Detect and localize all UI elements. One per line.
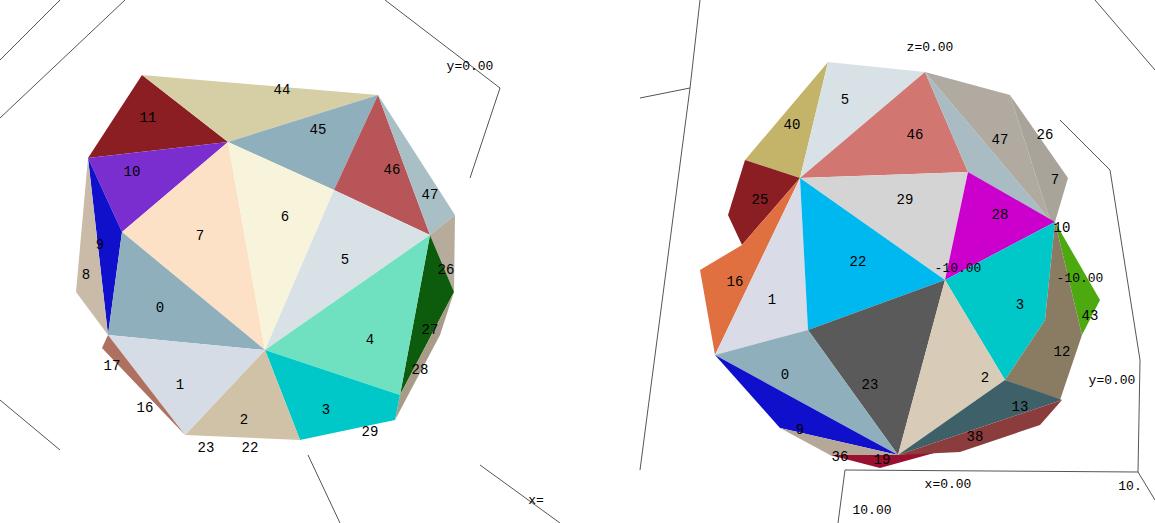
face-number: 46 <box>907 128 924 142</box>
face-number: 47 <box>992 133 1009 147</box>
face-number: 0 <box>781 368 789 382</box>
face-number: 47 <box>422 188 439 202</box>
face-number: 3 <box>1016 298 1024 312</box>
face <box>715 330 898 455</box>
face <box>108 335 265 435</box>
axis-label: x= <box>528 494 544 507</box>
face-number: 5 <box>341 253 349 267</box>
face-number: 13 <box>1012 400 1029 414</box>
face-number: 22 <box>242 441 259 455</box>
face <box>898 400 1062 455</box>
face-number: 23 <box>198 441 215 455</box>
face-number: 2 <box>240 413 248 427</box>
right-polyhedron <box>700 62 1100 468</box>
face <box>102 335 185 435</box>
face-number: 2 <box>981 371 989 385</box>
face-number: 27 <box>422 323 439 337</box>
face-number: 19 <box>874 453 891 467</box>
face-number: 26 <box>438 263 455 277</box>
face-number: 12 <box>1054 345 1071 359</box>
face-number: 25 <box>752 193 769 207</box>
face <box>76 158 108 335</box>
face <box>378 95 455 235</box>
face <box>715 178 808 355</box>
face <box>1005 222 1082 400</box>
axis-label: -10.00 <box>935 262 982 275</box>
face <box>715 355 898 455</box>
axis-label: -10.00 <box>1057 272 1104 285</box>
face-number: 7 <box>196 229 204 243</box>
face-number: 40 <box>784 118 801 132</box>
left-polyhedron <box>76 75 455 440</box>
face-number: 26 <box>1037 128 1054 142</box>
face-number: 22 <box>850 255 867 269</box>
face-number: 36 <box>832 450 849 464</box>
face-number: 43 <box>1082 309 1099 323</box>
face-number: 28 <box>992 208 1009 222</box>
face-number: 23 <box>862 378 879 392</box>
face-number: 16 <box>727 275 744 289</box>
face-number: 38 <box>967 430 984 444</box>
face-number: 44 <box>274 83 291 97</box>
axis-label: y=0.00 <box>447 60 494 73</box>
face-number: 11 <box>140 111 157 125</box>
face <box>898 380 1062 455</box>
face-number: 29 <box>362 425 379 439</box>
face-number: 10 <box>124 165 141 179</box>
face-number: 1 <box>768 293 776 307</box>
face-number: 1 <box>176 378 184 392</box>
axis-label: x=0.00 <box>925 478 972 491</box>
face-number: 16 <box>137 401 154 415</box>
face-number: 0 <box>156 301 164 315</box>
face-number: 46 <box>384 163 401 177</box>
face-number: 29 <box>897 193 914 207</box>
axis-label: 10. <box>1118 480 1141 493</box>
face-number: 45 <box>310 123 327 137</box>
face-number: 9 <box>96 238 104 252</box>
face-number: 8 <box>82 268 90 282</box>
axis-label: 10.00 <box>852 504 891 517</box>
face-number: 17 <box>104 359 121 373</box>
axis-label: y=0.00 <box>1089 374 1136 387</box>
face-number: 9 <box>796 423 804 437</box>
face <box>108 232 265 350</box>
face-number: 10 <box>1054 221 1071 235</box>
face-number: 4 <box>366 333 374 347</box>
face-number: 7 <box>1051 173 1059 187</box>
face-number: 5 <box>841 93 849 107</box>
face-number: 3 <box>322 403 330 417</box>
axis-label: z=0.00 <box>907 41 954 54</box>
face-number: 28 <box>412 363 429 377</box>
face-number: 6 <box>281 210 289 224</box>
